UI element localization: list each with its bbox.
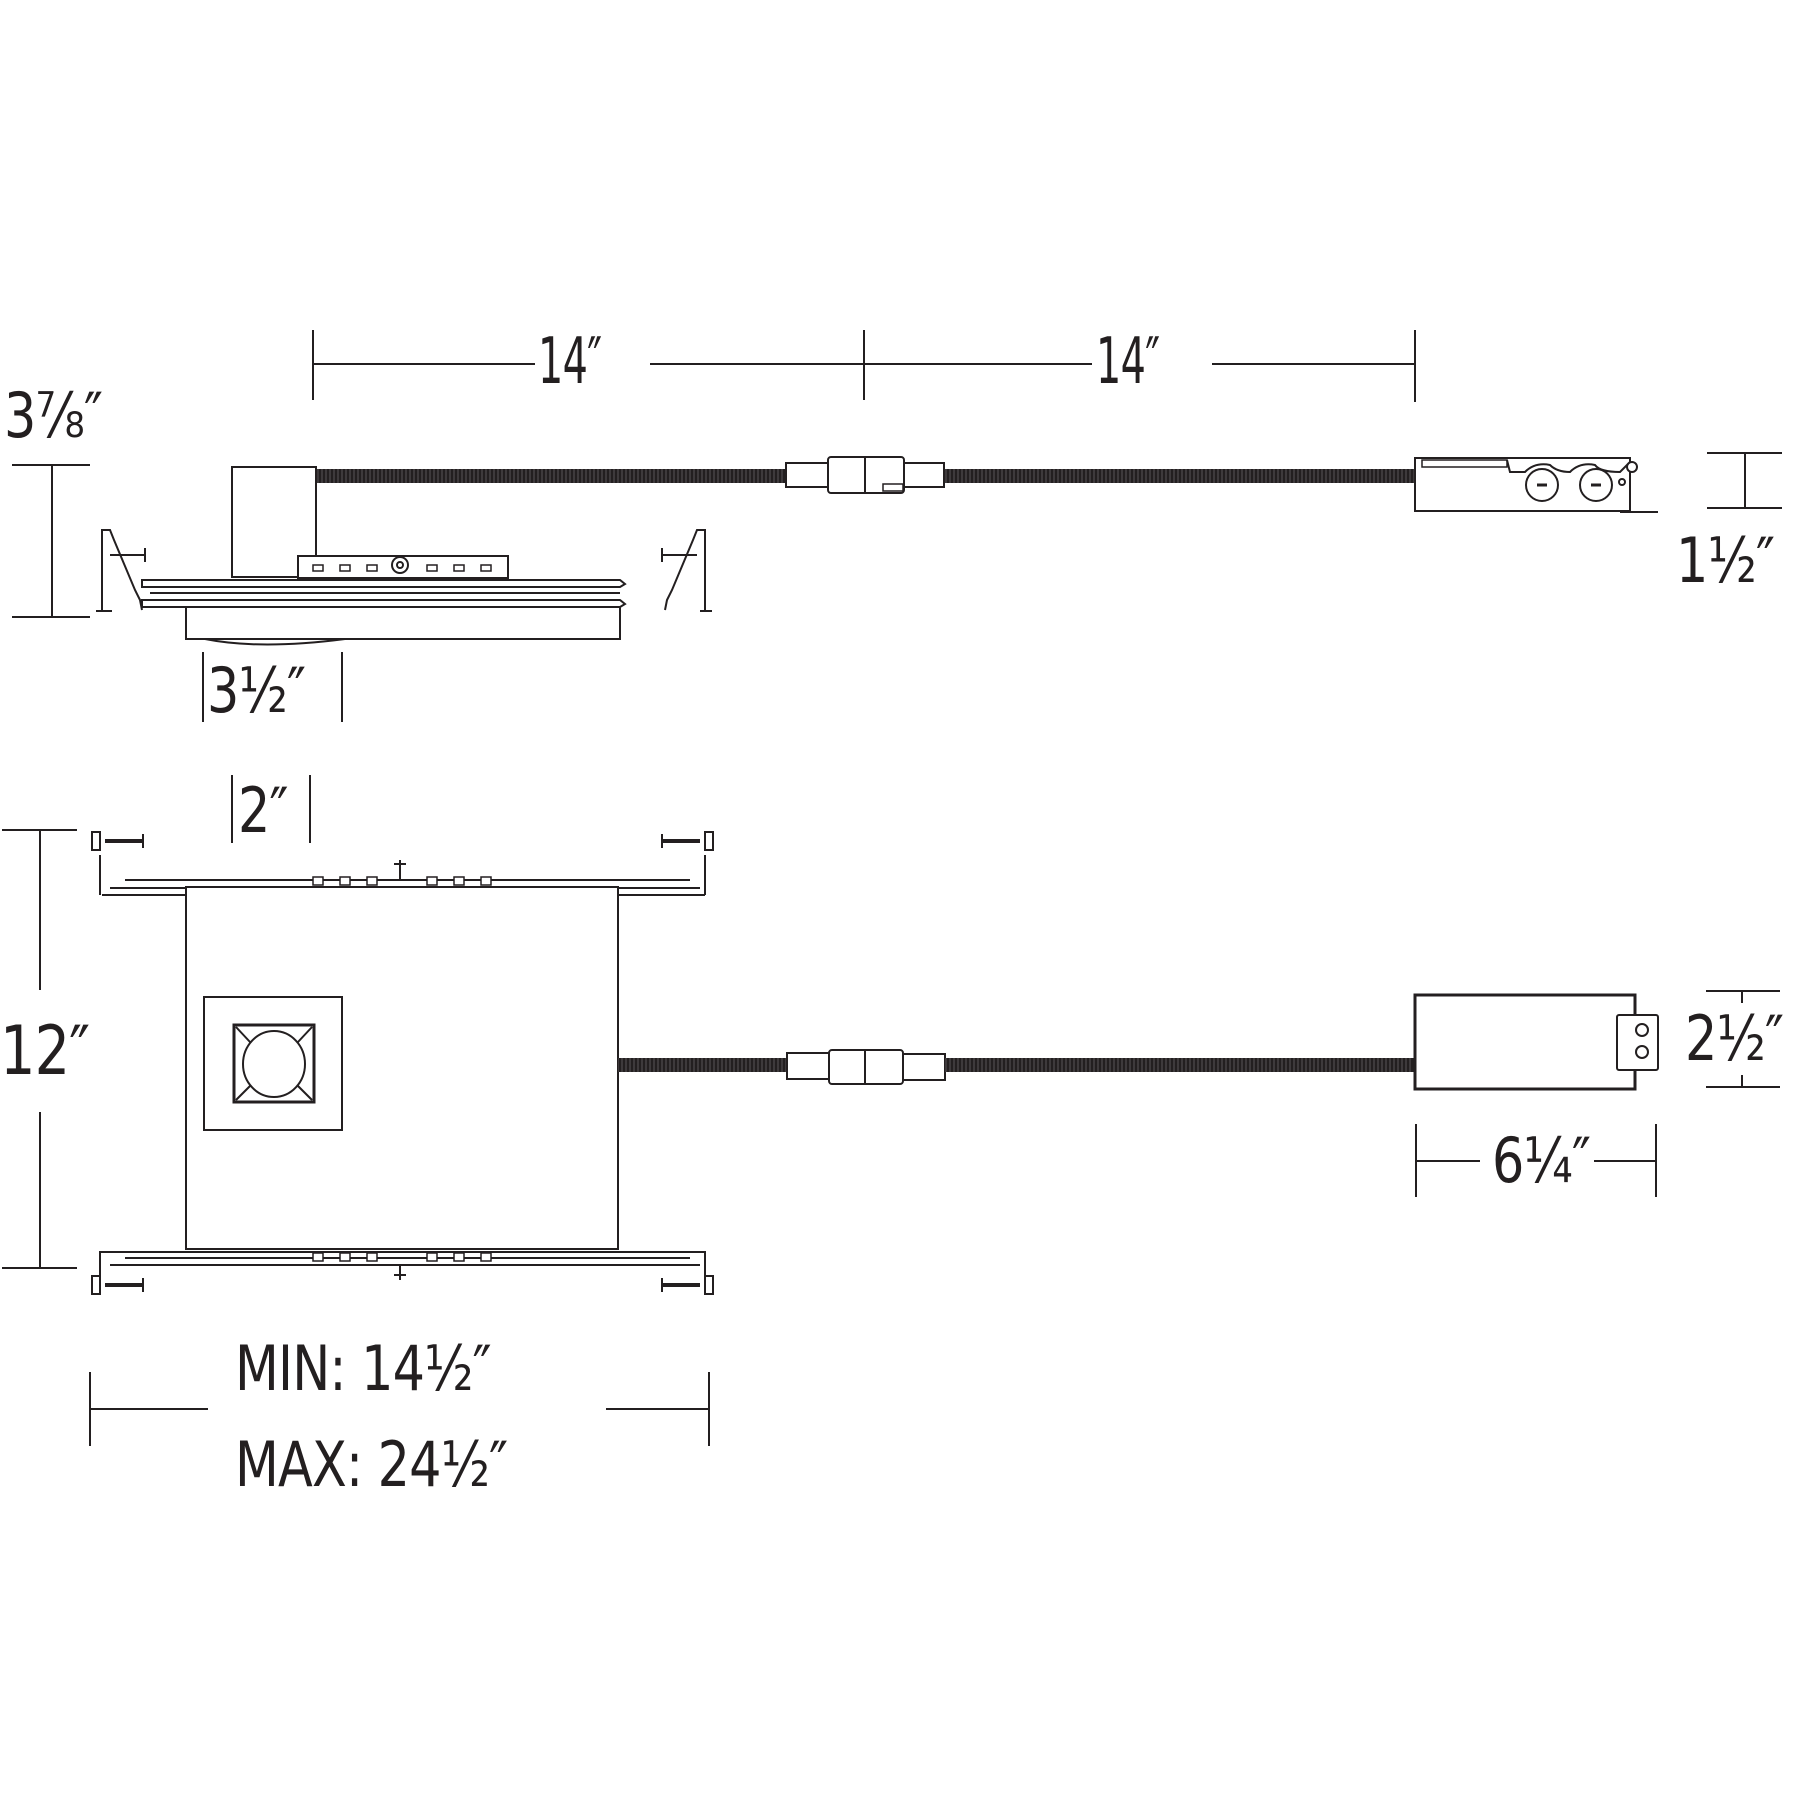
dimension-line-cable-14-14 xyxy=(312,330,1416,402)
dimension-line-depth-12 xyxy=(2,829,77,1269)
label-cable-segment-1: 14″ xyxy=(538,325,602,399)
side-view-housing xyxy=(96,466,789,646)
inline-connector-side xyxy=(785,456,945,494)
label-aperture-width: 3½″ xyxy=(207,654,306,727)
label-cable-segment-2: 14″ xyxy=(1096,325,1160,399)
label-bar-hanger-max: MAX: 24½″ xyxy=(235,1428,508,1501)
dimension-2 xyxy=(231,775,311,843)
dimension-line-width-2-1-2 xyxy=(1706,990,1780,1088)
aperture-dimension-3-1-2 xyxy=(202,652,343,722)
label-housing-height: 3⅞″ xyxy=(4,379,103,452)
dimension-line-height-3-7-8 xyxy=(12,464,90,618)
label-bar-hanger-min: MIN: 14½″ xyxy=(235,1332,492,1405)
dimension-line-length-6-1-4 xyxy=(1415,1124,1657,1197)
label-driver-box-length: 6¼″ xyxy=(1492,1124,1591,1197)
dimension-line-height-1-1-2 xyxy=(1707,452,1782,509)
driver-box-side xyxy=(1414,457,1658,513)
label-trim-offset: 2″ xyxy=(238,774,289,847)
top-view-housing xyxy=(91,831,714,1295)
inline-connector-top xyxy=(786,1049,946,1085)
label-driver-box-height: 1½″ xyxy=(1676,524,1775,597)
label-driver-box-width: 2½″ xyxy=(1685,1002,1784,1075)
dimension-line-bar-hanger xyxy=(89,1372,710,1446)
driver-box-top xyxy=(1413,993,1659,1091)
label-housing-depth: 12″ xyxy=(0,1012,90,1091)
